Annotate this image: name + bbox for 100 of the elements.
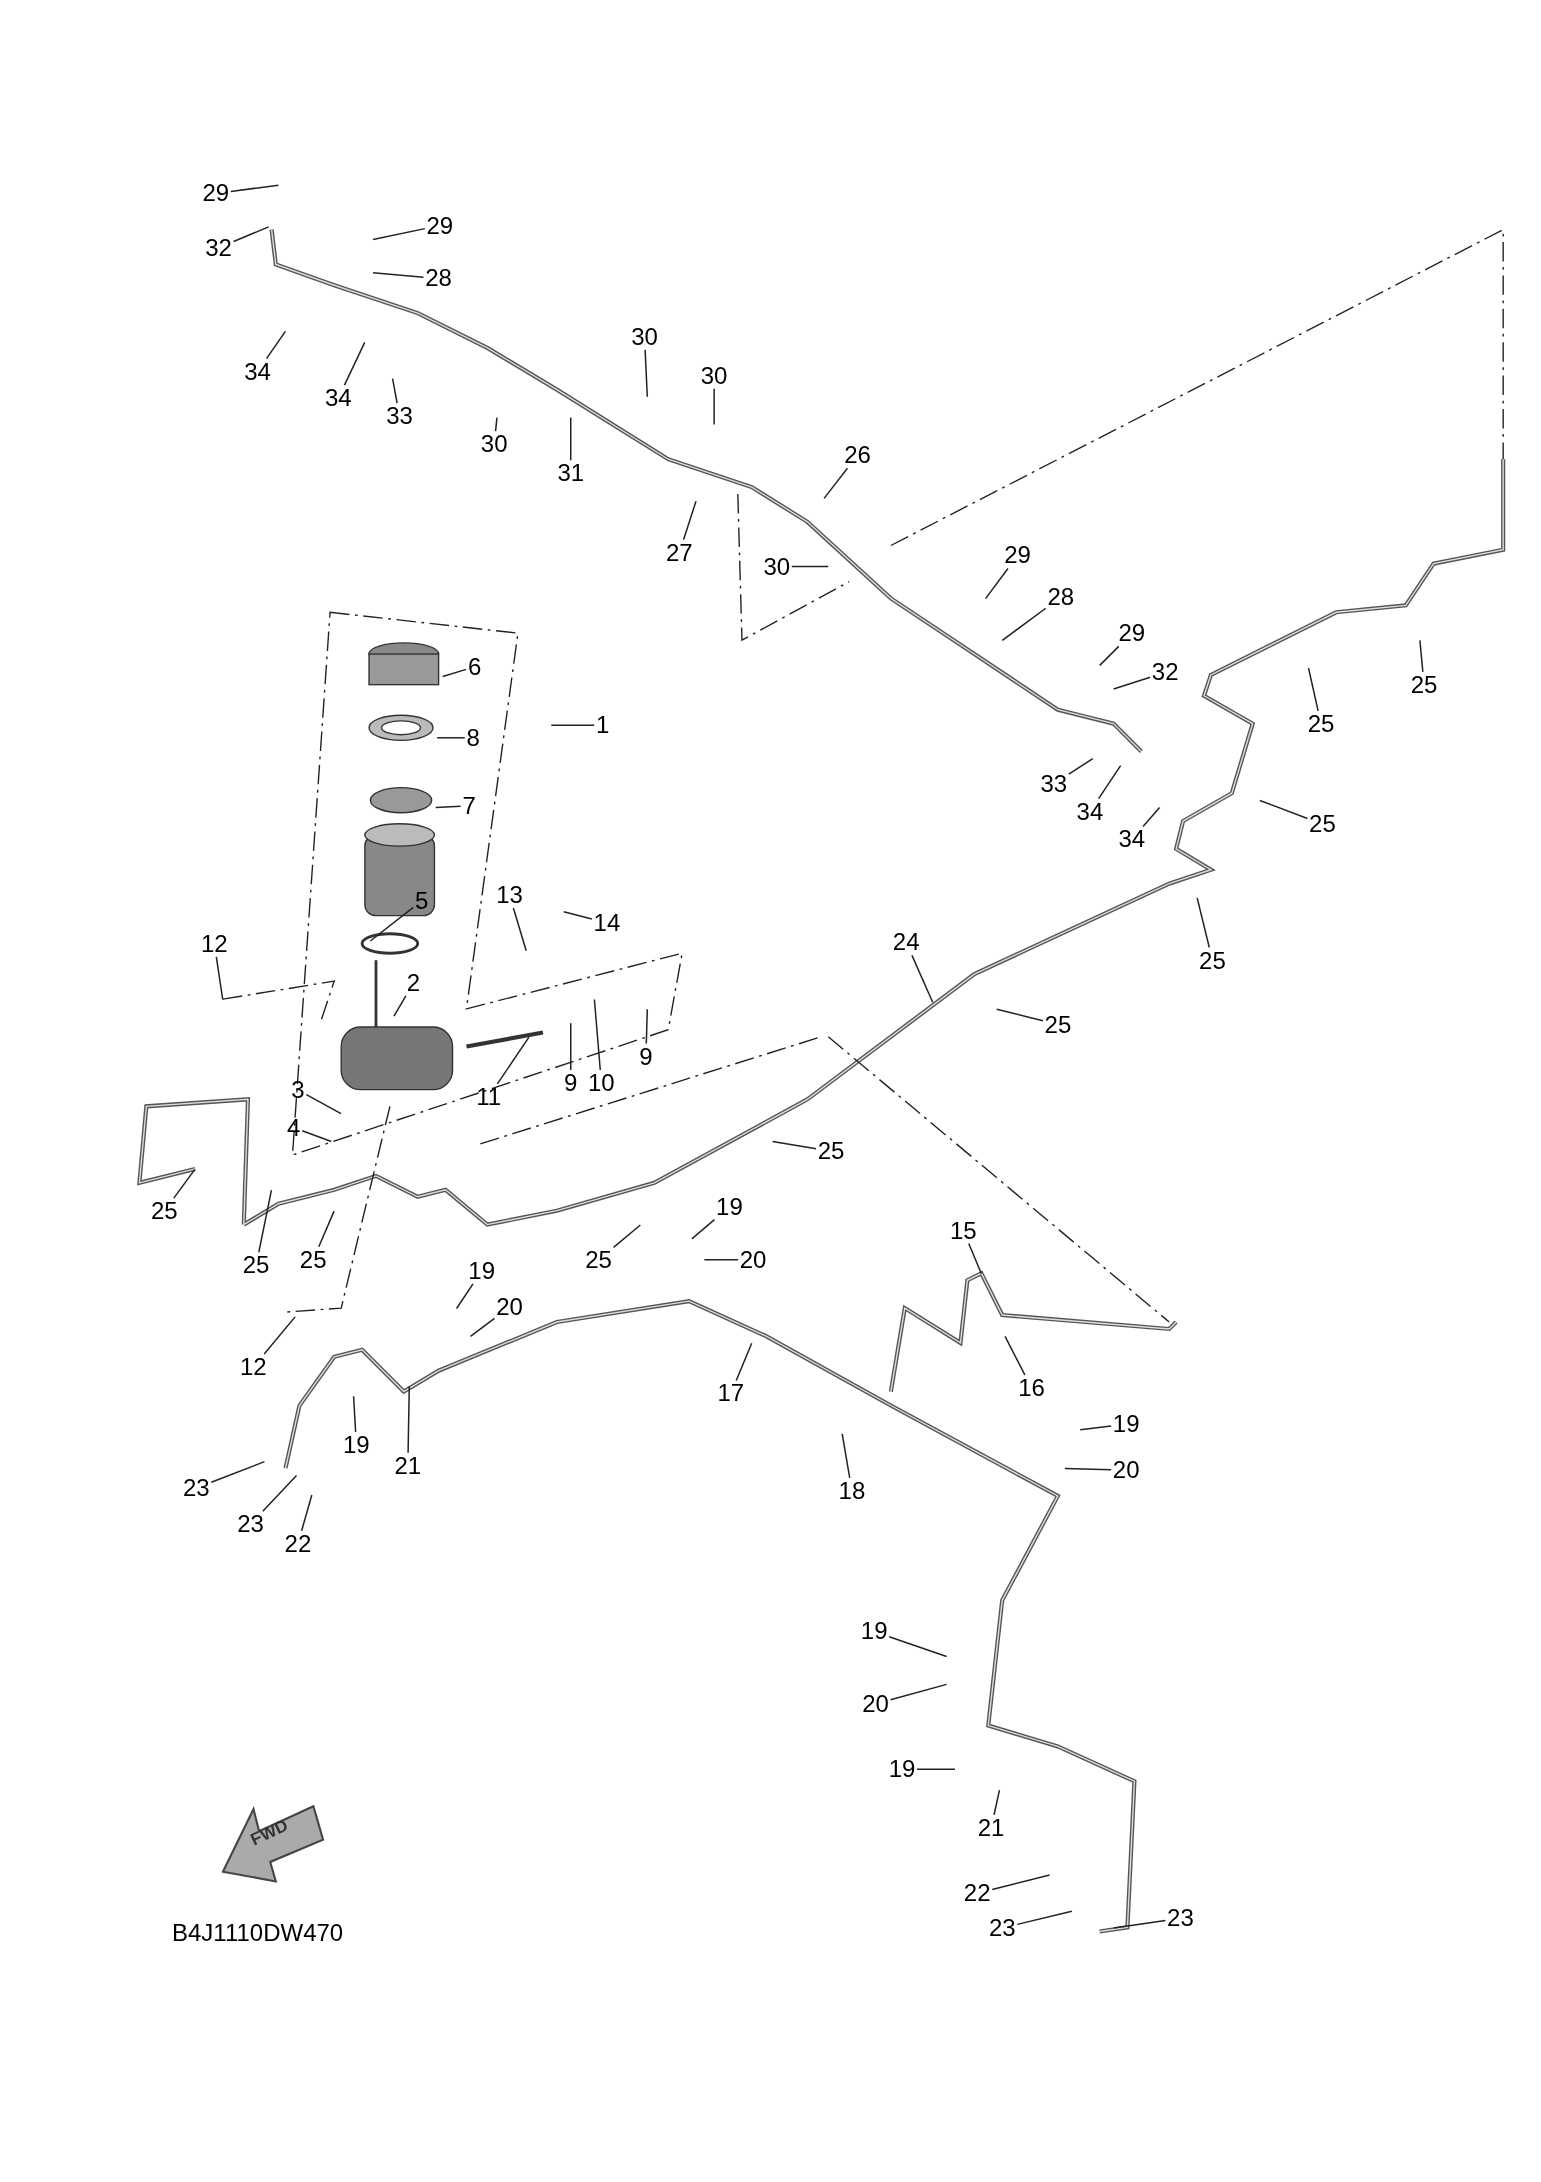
leader-line	[570, 1022, 572, 1071]
callout-number: 8	[464, 724, 482, 751]
leader-line	[991, 1874, 1051, 1891]
leader-line	[262, 1474, 298, 1513]
leader-line	[995, 1008, 1044, 1022]
callout-number: 25	[1042, 1011, 1073, 1038]
leader-line	[1196, 897, 1211, 949]
leader-line	[232, 226, 270, 243]
leader-line	[372, 227, 426, 241]
callout-number: 33	[1038, 770, 1069, 797]
callout-number: 23	[1165, 1905, 1196, 1932]
leader-line	[173, 1168, 196, 1199]
leader-line	[494, 416, 498, 432]
callout-number: 25	[149, 1198, 180, 1225]
callout-number: 23	[181, 1475, 212, 1502]
callout-number: 29	[1116, 620, 1147, 647]
leader-line	[215, 956, 224, 1001]
callout-number: 20	[494, 1294, 525, 1321]
callout-number: 19	[714, 1193, 745, 1220]
callout-number: 28	[423, 265, 454, 292]
callout-number: 34	[1116, 826, 1147, 853]
callout-number: 16	[1016, 1374, 1047, 1401]
callout-number: 21	[392, 1452, 423, 1479]
callout-number: 9	[637, 1043, 655, 1070]
callout-number: 25	[298, 1246, 329, 1273]
leader-line	[1097, 764, 1122, 800]
callout-number: 19	[466, 1257, 497, 1284]
callout-number: 30	[479, 431, 510, 458]
callout-number: 23	[235, 1511, 266, 1538]
leader-line	[550, 724, 595, 726]
callout-number: 25	[1197, 947, 1228, 974]
leader-line	[441, 668, 467, 678]
callout-number: 19	[859, 1618, 890, 1645]
leader-line	[258, 1189, 273, 1254]
callout-number: 19	[341, 1431, 372, 1458]
leader-line	[407, 1385, 410, 1454]
leader-line	[300, 1494, 313, 1532]
leader-line	[318, 1210, 335, 1248]
callout-number: 26	[842, 442, 873, 469]
leader-line	[841, 1433, 851, 1479]
callout-number: 12	[199, 930, 230, 957]
leader-line	[771, 1140, 817, 1150]
callout-number: 30	[699, 362, 730, 389]
callout-number: 22	[962, 1880, 993, 1907]
leader-line	[343, 341, 366, 386]
callout-number: 24	[891, 929, 922, 956]
leader-line	[993, 1789, 1001, 1816]
callout-number: 25	[1409, 671, 1440, 698]
callout-number: 34	[1074, 798, 1105, 825]
leader-line	[210, 1460, 266, 1484]
callout-number: 17	[715, 1380, 746, 1407]
callout-number: 32	[1150, 659, 1181, 686]
callout-number: 12	[238, 1354, 269, 1380]
callout-number: 1	[594, 712, 612, 739]
callout-number: 2	[404, 969, 422, 996]
leader-line	[645, 1008, 649, 1045]
leader-line	[391, 377, 398, 404]
leader-line	[682, 500, 697, 541]
leader-line	[644, 349, 649, 398]
callout-number: 33	[384, 403, 415, 430]
leader-line	[352, 1395, 357, 1433]
leader-line	[1064, 1467, 1112, 1471]
callout-number: 13	[494, 882, 525, 909]
callout-number: 25	[241, 1252, 272, 1279]
leader-line	[984, 567, 1009, 600]
callout-number: 5	[413, 887, 431, 914]
leader-line	[888, 1635, 948, 1658]
callout-number: 27	[664, 539, 695, 566]
callout-number: 19	[887, 1756, 918, 1783]
callout-number: 25	[1306, 710, 1337, 737]
callout-number: 14	[591, 909, 622, 936]
callout-number: 29	[200, 180, 231, 207]
leader-line	[1098, 645, 1120, 667]
callout-number: 20	[738, 1246, 769, 1273]
leader-line	[916, 1768, 956, 1771]
leader-line	[823, 467, 849, 500]
leader-line	[1307, 667, 1319, 712]
callout-number: 30	[629, 323, 660, 350]
callout-number: 25	[1307, 811, 1338, 838]
leader-line	[791, 565, 829, 568]
leader-line	[369, 906, 415, 942]
leader-line	[393, 995, 407, 1017]
leader-line	[469, 1317, 496, 1338]
callout-number: 3	[289, 1076, 307, 1103]
leader-line	[434, 805, 462, 809]
callout-number: 29	[424, 212, 455, 239]
callout-number: 7	[460, 793, 478, 819]
callout-number: 30	[761, 553, 792, 580]
leader-line	[301, 1129, 333, 1143]
callout-number: 28	[1045, 584, 1076, 611]
callout-number: 11	[473, 1083, 504, 1110]
callout-number: 10	[586, 1070, 617, 1096]
leader-line	[713, 388, 715, 426]
direction-text: FWD	[246, 1814, 292, 1852]
leader-line	[1079, 1425, 1112, 1431]
leader-line	[691, 1218, 716, 1240]
leader-line	[968, 1242, 983, 1275]
callout-number: 6	[466, 653, 484, 680]
leader-line	[1112, 676, 1151, 690]
callout-number: 4	[285, 1114, 303, 1141]
